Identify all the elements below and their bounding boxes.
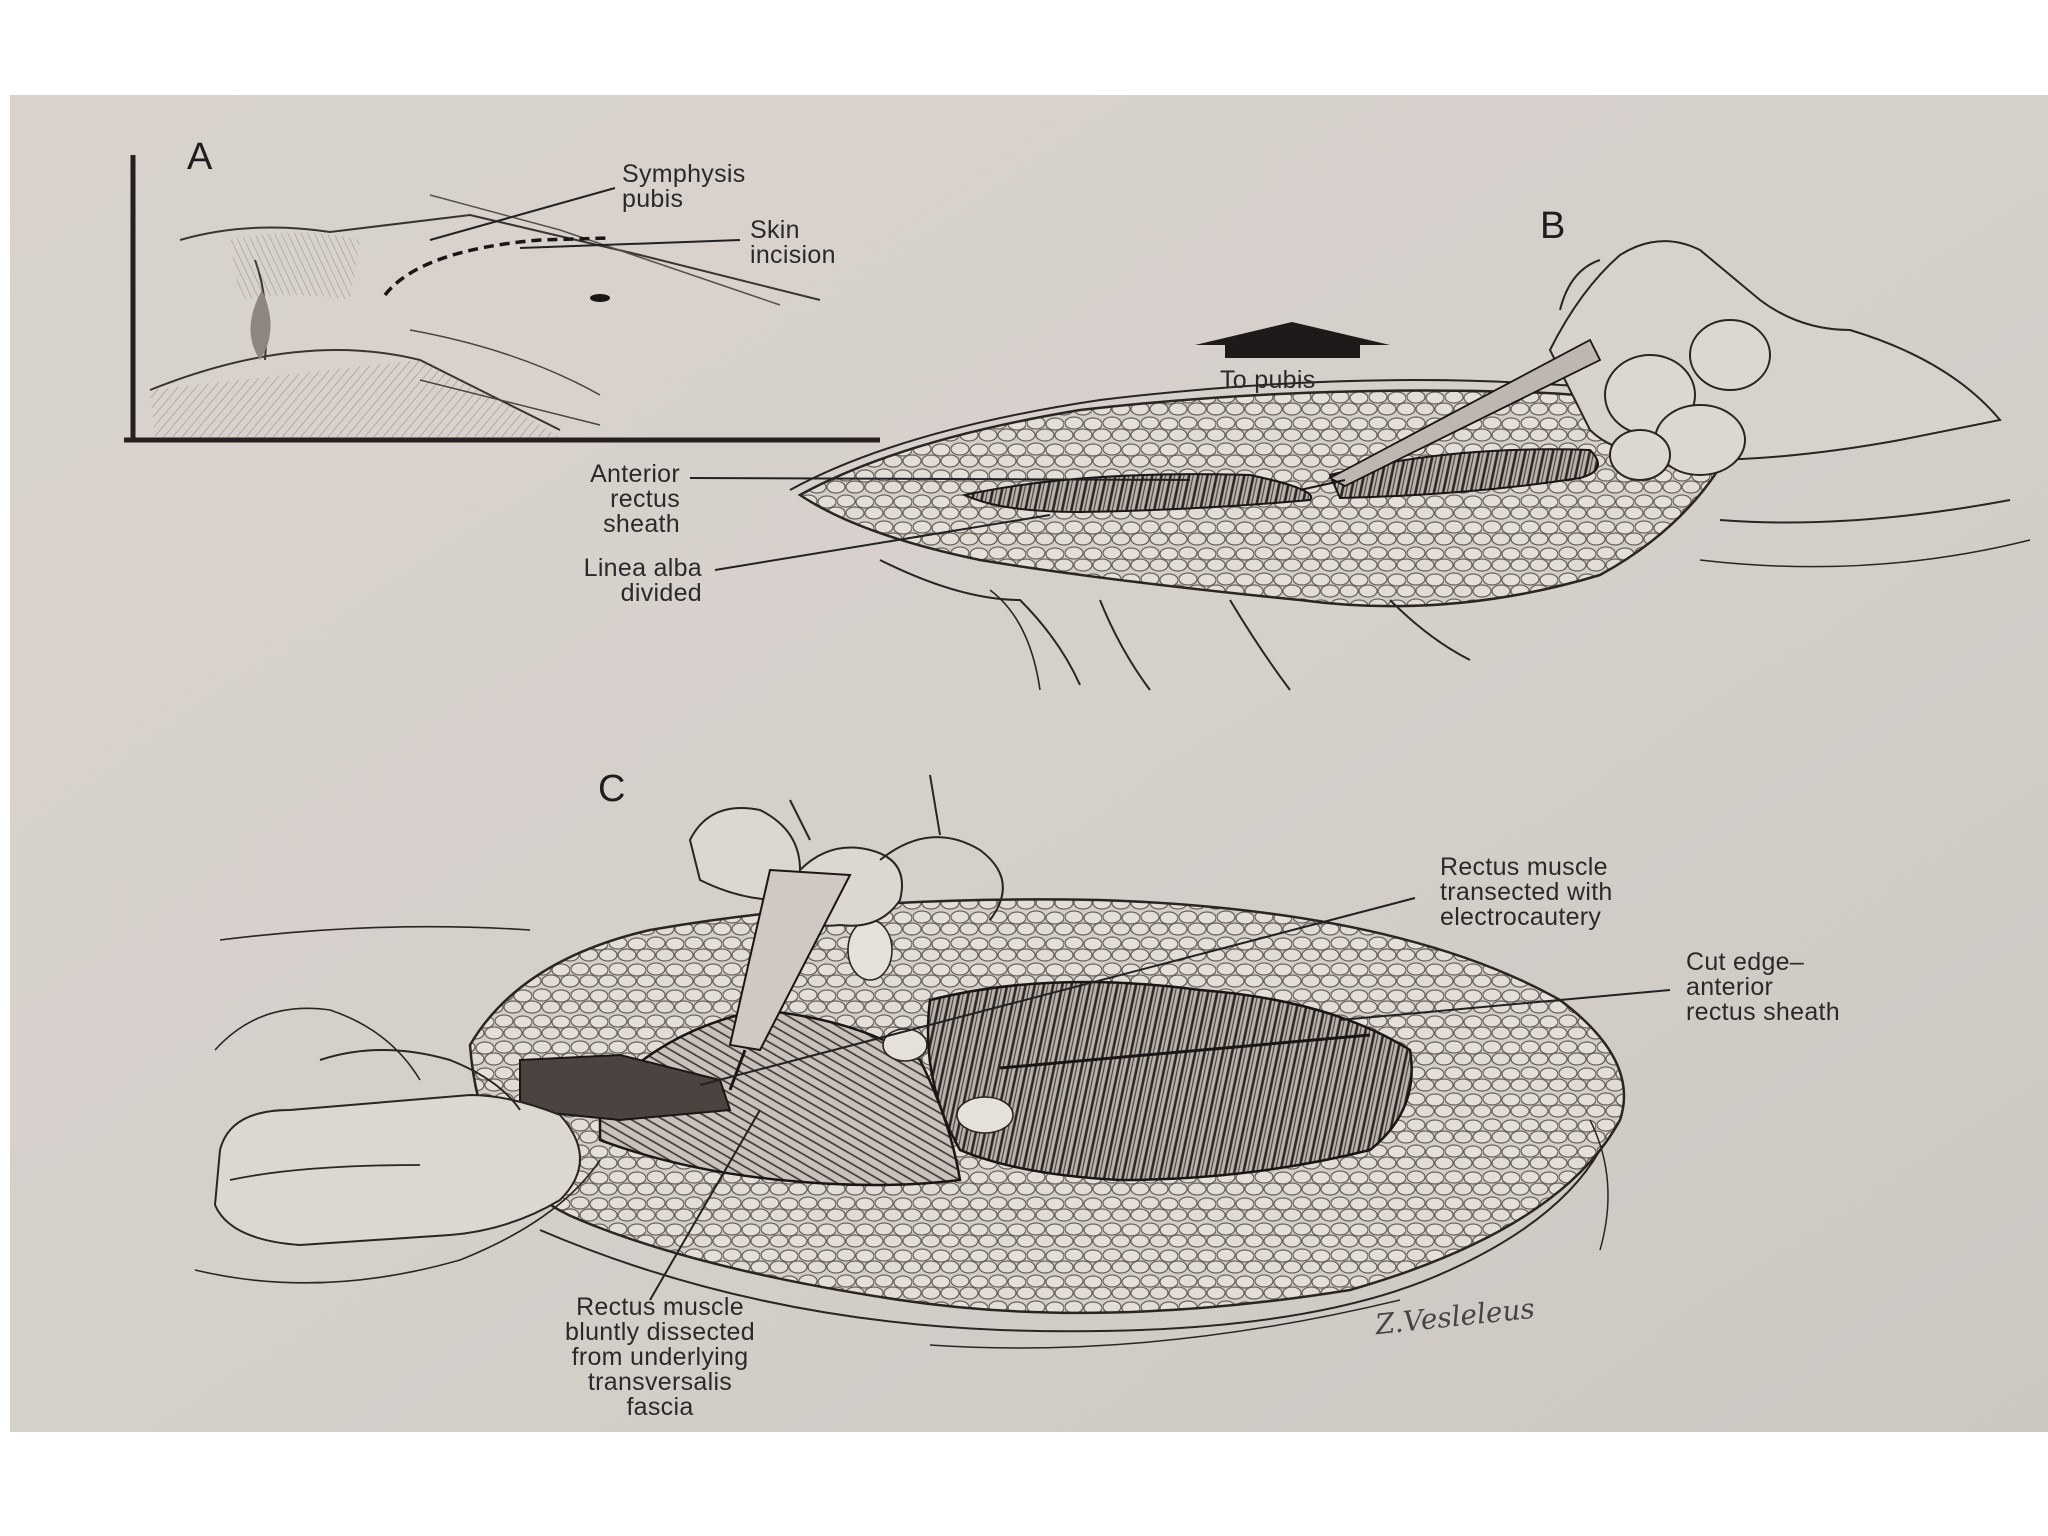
panel-b-drawing bbox=[689, 240, 2031, 691]
panel-a-drawing bbox=[124, 155, 880, 443]
label-rectus-transected: Rectus muscle transected with electrocau… bbox=[1440, 853, 1613, 931]
label-rectus-bluntly-dissected: Rectus muscle bluntly dissected from und… bbox=[565, 1293, 755, 1421]
label-cut-edge: Cut edge– anterior rectus sheath bbox=[1686, 948, 1840, 1026]
panel-c-label: C bbox=[598, 768, 626, 810]
label-linea-alba-divided: Linea alba divided bbox=[583, 554, 702, 607]
label-to-pubis: To pubis bbox=[1220, 366, 1316, 394]
label-anterior-rectus-sheath: Anterior rectus sheath bbox=[590, 460, 680, 538]
bleed-through-text: Surgical bbox=[1700, 1360, 1794, 1390]
panel-a-label: A bbox=[187, 136, 213, 178]
label-skin-incision: Skin incision bbox=[750, 216, 836, 269]
panel-c-drawing bbox=[194, 774, 1671, 1349]
label-symphysis-pubis: Symphysis pubis bbox=[622, 160, 746, 213]
panel-b-label: B bbox=[1540, 205, 1566, 247]
